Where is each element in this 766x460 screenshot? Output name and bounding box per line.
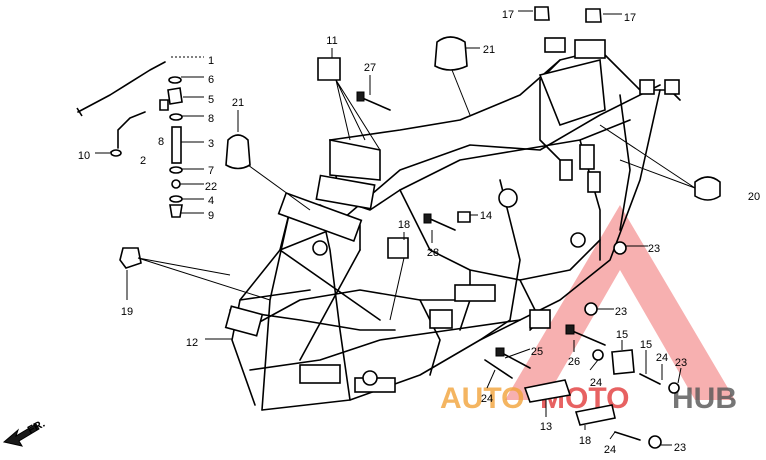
callout-c28: 28 (427, 247, 439, 259)
callout-c8b: 8 (158, 136, 164, 148)
callout-c10: 10 (78, 150, 90, 162)
watermark-hub: HUB (672, 382, 737, 415)
callout-c24a: 24 (656, 352, 668, 364)
callout-c17b: 17 (624, 12, 636, 24)
callout-c7: 7 (208, 165, 214, 177)
callout-c2: 2 (140, 155, 146, 167)
callout-c14: 14 (480, 210, 492, 222)
callout-c3: 3 (208, 138, 214, 150)
callout-c21b: 21 (483, 44, 495, 56)
callout-c23d: 23 (674, 442, 686, 454)
callout-c4: 4 (208, 195, 214, 207)
callout-c24b: 24 (590, 377, 602, 389)
callout-c17a: 17 (502, 9, 514, 21)
callout-c23b: 23 (615, 306, 627, 318)
callout-c13: 13 (540, 421, 552, 433)
callout-c24d: 24 (604, 444, 616, 456)
callout-c15a: 15 (616, 329, 628, 341)
callout-c18b: 18 (579, 435, 591, 447)
callout-c9: 9 (208, 210, 214, 222)
callout-c8a: 8 (208, 113, 214, 125)
callout-c23c: 23 (675, 357, 687, 369)
callout-c26: 26 (568, 356, 580, 368)
direction-label: FR. (26, 418, 47, 437)
callout-c12: 12 (186, 337, 198, 349)
watermark-auto: AUTO (440, 382, 524, 415)
callout-c19: 19 (121, 306, 133, 318)
callout-c25: 25 (531, 346, 543, 358)
callout-c24c: 24 (481, 393, 493, 405)
callout-c21a: 21 (232, 97, 244, 109)
callout-c15b: 15 (640, 339, 652, 351)
callout-c5: 5 (208, 94, 214, 106)
callout-c20: 20 (748, 191, 760, 203)
callout-c18a: 18 (398, 219, 410, 231)
callout-c11: 11 (326, 35, 337, 47)
watermark-triangle (505, 205, 735, 400)
direction-arrow-icon (2, 423, 40, 447)
callout-c27: 27 (364, 62, 376, 74)
callout-c23a: 23 (648, 243, 660, 255)
callout-c6: 6 (208, 74, 214, 86)
callout-c1: 1 (208, 55, 214, 67)
callout-c22: 22 (205, 181, 217, 193)
